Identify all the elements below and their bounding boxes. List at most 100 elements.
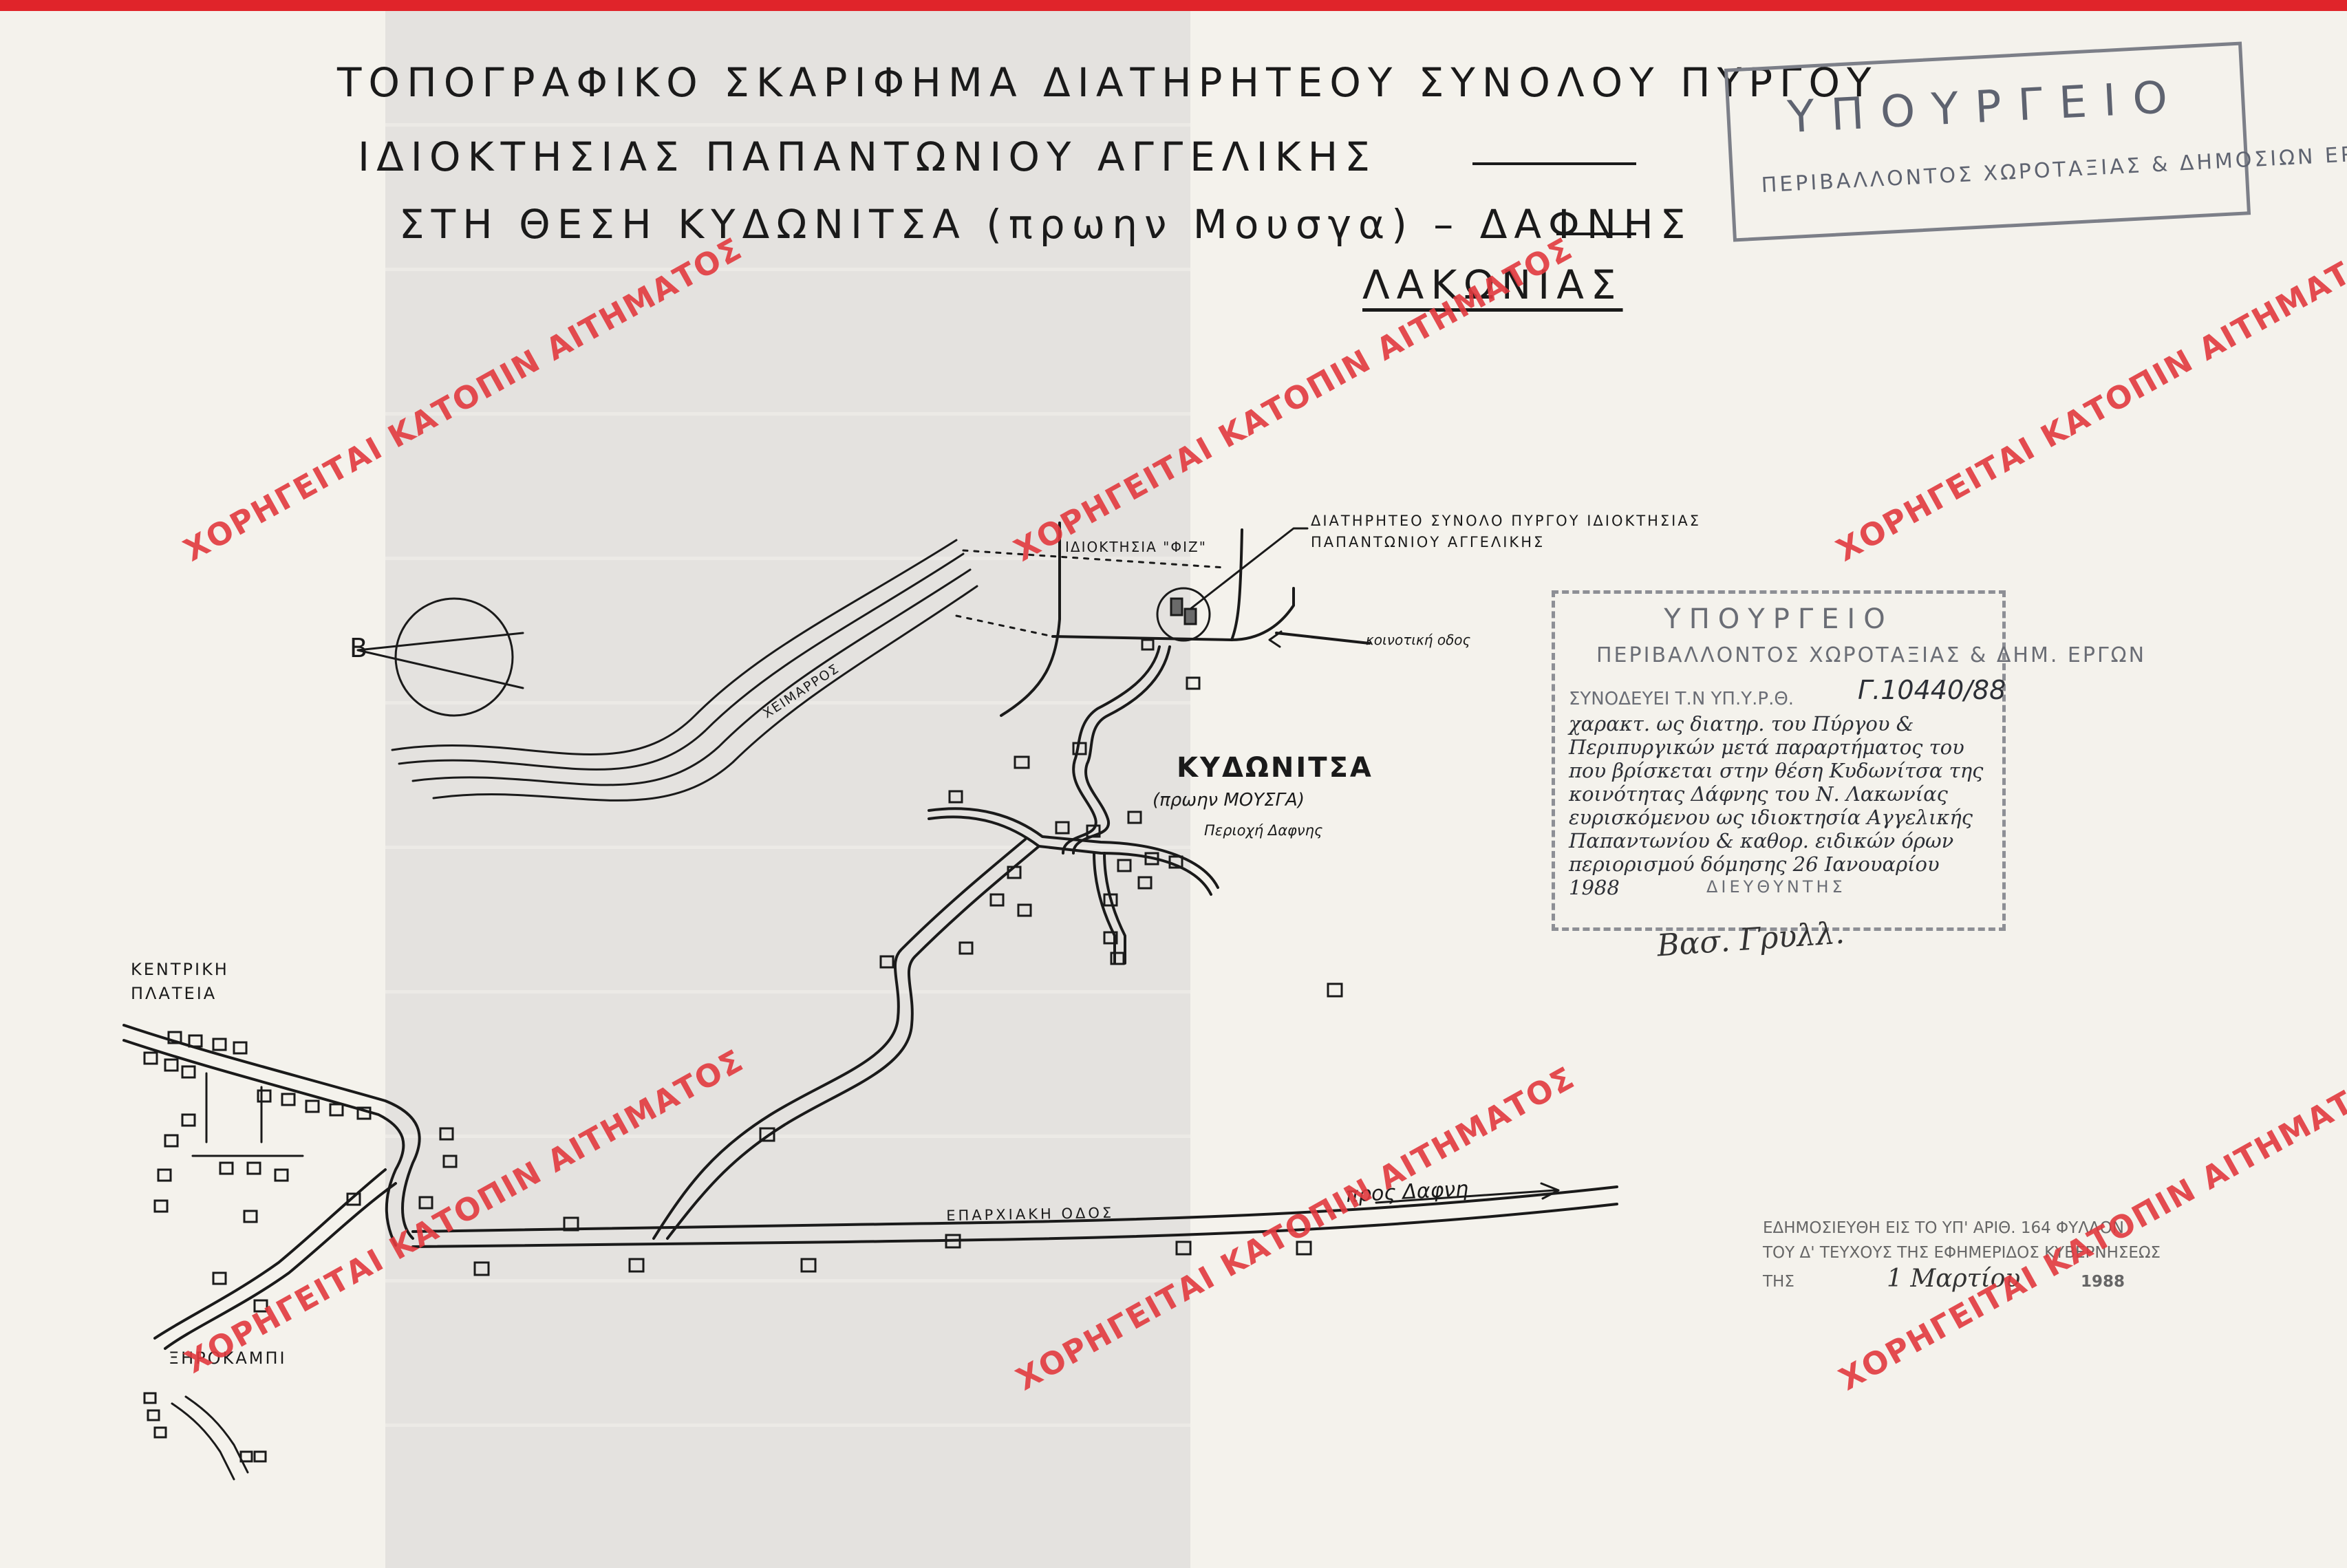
approval-stamp-title: ΥΠΟΥΡΓΕΙΟ (1664, 603, 1894, 635)
town-main-street (122, 1024, 421, 1240)
preserved-set-label-2: ΠΑΠΑΝΤΩΝΙΟΥ ΑΓΓΕΛΙΚΗΣ (1311, 534, 1545, 550)
road-community-west (1051, 587, 1295, 641)
house (346, 1192, 361, 1206)
house (239, 1450, 253, 1463)
house (356, 1106, 372, 1120)
house (253, 1450, 267, 1463)
house (164, 1058, 179, 1072)
central-square-label-2: ΠΛΑΤΕΙΑ (131, 984, 217, 1003)
house (164, 1134, 179, 1148)
house (243, 1210, 258, 1223)
house (246, 1161, 261, 1175)
approval-stamp-subtitle: ΠΕΡΙΒΑΛΛΟΝΤΟΣ ΧΩΡΟΤΑΞΙΑΣ & ΔΗΜ. ΕΡΓΩΝ (1596, 643, 2147, 667)
house (257, 1089, 272, 1103)
title-line-2: ΙΔΙΟΚΤΗΣΙΑΣ ΠΑΠΑΝΤΩΝΙΟΥ ΑΓΓΕΛΙΚΗΣ (358, 133, 1377, 180)
approval-director: ΔΙΕΥΘΥΝΤΗΣ (1706, 877, 1846, 896)
village-connector-road (652, 838, 1027, 1240)
house (1127, 810, 1142, 824)
house (153, 1426, 167, 1439)
village-label: ΚΥΔΩΝΙΤΣΑ (1177, 752, 1373, 784)
provincial-road-label: ΕΠΑΡΧΙΑΚΗ ΟΔΟΣ (946, 1204, 1115, 1224)
town-side-streets (191, 1072, 304, 1157)
central-square-label-1: ΚΕΝΤΡΙΚΗ (131, 960, 229, 979)
community-road-arrow (1268, 630, 1283, 648)
torrent-river (391, 539, 978, 802)
houses (473, 638, 1343, 1276)
house (274, 1168, 289, 1182)
house (212, 1038, 227, 1051)
village-street-main (928, 815, 1212, 896)
house (945, 1234, 961, 1249)
fiz-property-label: ΙΔΙΟΚΤΗΣΙΑ "ΦΙΖ" (1065, 539, 1207, 555)
street-to-xirokampi-edge (153, 1168, 387, 1340)
provincial-road-south (411, 1203, 1618, 1248)
house (958, 941, 974, 955)
house (188, 1034, 203, 1048)
house (153, 1199, 169, 1213)
house (329, 1103, 344, 1117)
house (1296, 1241, 1312, 1256)
house (1017, 903, 1032, 917)
house (1110, 952, 1125, 965)
title-line-1: ΤΟΠΟΓΡΑΦΙΚΟ ΣΚΑΡΙΦΗΜΑ ΔΙΑΤΗΡΗΤΕΟΥ ΣΥΝΟΛΟ… (337, 59, 1878, 106)
house (1137, 876, 1153, 890)
house (281, 1093, 296, 1106)
house (989, 893, 1005, 907)
compass-circle (394, 597, 514, 717)
tower-leader-line (1189, 527, 1309, 610)
house (1168, 855, 1183, 869)
approval-handwritten-text: χαρακτ. ως διατηρ. του Πύργου & Περιπυργ… (1569, 712, 1984, 899)
road-north-branch (1230, 528, 1243, 641)
title-dash-1 (1472, 162, 1636, 165)
house (439, 1127, 454, 1141)
village-street-main-edge (928, 807, 1219, 889)
provincial-road-north (411, 1185, 1618, 1233)
xirokampi-label: ΞΗΡΟΚΑΜΠΙ (169, 1349, 287, 1368)
house (473, 1261, 490, 1276)
house (305, 1099, 320, 1113)
approval-stamp: ΥΠΟΥΡΓΕΙΟ ΠΕΡΙΒΑΛΛΟΝΤΟΣ ΧΩΡΟΤΑΞΙΑΣ & ΔΗΜ… (1552, 590, 2144, 931)
gazette-line-3: ΤΗΣ (1763, 1273, 1794, 1291)
village-area-label: Περιοχή Δαφνης (1204, 822, 1323, 839)
tower-building-b (1183, 608, 1197, 625)
house (181, 1113, 196, 1127)
house (1186, 676, 1201, 690)
house (1141, 638, 1155, 651)
property-boundary-line (955, 614, 1054, 638)
access-road-west-edge (1062, 645, 1161, 855)
community-road (1275, 632, 1371, 645)
top-red-edge (0, 0, 2347, 11)
north-label: Β (350, 633, 368, 663)
access-road-east-edge (1072, 645, 1171, 855)
house (181, 1065, 196, 1079)
tower-building-a (1170, 597, 1183, 616)
preserved-set-label-1: ΔΙΑΤΗΡΗΤΕΟ ΣΥΝΟΛΟ ΠΥΡΓΟΥ ΙΔΙΟΚΤΗΣΙΑΣ (1311, 513, 1701, 529)
paper-shading-band (385, 11, 1190, 1568)
to-dafni-arrowhead (1540, 1182, 1560, 1200)
house (1327, 982, 1343, 998)
town-houses (143, 1031, 458, 1463)
house (418, 1196, 433, 1210)
house (1103, 893, 1118, 907)
approval-decision-number: Γ.10440/88 (1858, 675, 2006, 705)
house (1055, 821, 1070, 835)
house (1007, 866, 1022, 879)
house (879, 955, 894, 969)
approval-stamp-accompanies: ΣΥΝΟΔΕΥΕΙ Τ.Ν ΥΠ.Υ.Ρ.Θ. (1569, 689, 1794, 709)
house (1086, 824, 1101, 838)
house (442, 1154, 458, 1168)
compass-needle (356, 632, 524, 689)
house (948, 790, 963, 804)
house (143, 1051, 158, 1065)
tower-marker (1156, 587, 1211, 642)
house (253, 1299, 268, 1313)
house (1144, 852, 1159, 866)
xirokampi-street (171, 1395, 249, 1481)
house (759, 1127, 775, 1142)
village-connector-road-edge (666, 845, 1040, 1240)
community-road-label: κοινοτική οδος (1366, 632, 1471, 648)
house (628, 1258, 645, 1273)
house (233, 1041, 248, 1055)
gazette-year: 1988 (2081, 1273, 2125, 1291)
house (143, 1392, 157, 1404)
